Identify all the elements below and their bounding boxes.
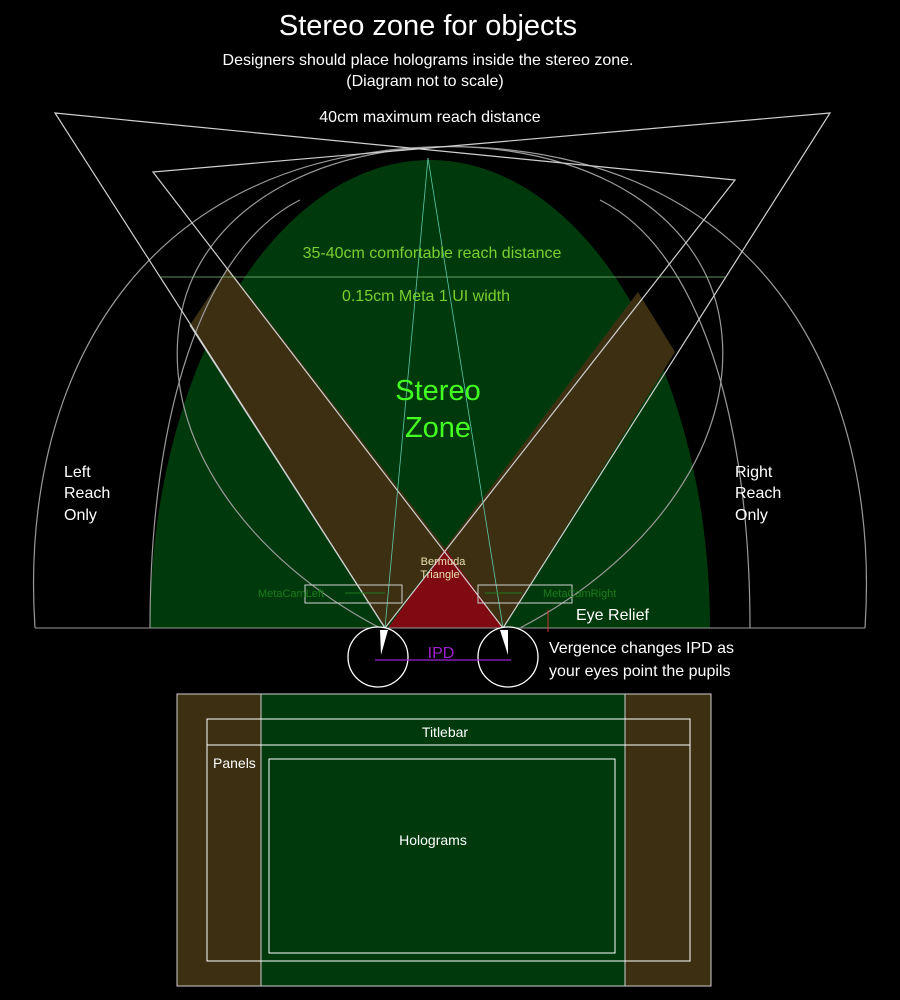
metacam-right-box <box>477 584 573 604</box>
left-pupil-icon <box>380 630 388 655</box>
right-pupil-icon <box>500 630 508 655</box>
inner-right-outline <box>599 199 751 629</box>
right-convergence-line <box>427 157 504 629</box>
screen-left-band <box>176 693 262 987</box>
ipd-label: IPD <box>428 645 455 662</box>
right-reach-label-2: Reach <box>735 485 781 502</box>
comfortable-reach-label: 35-40cm comfortable reach distance <box>303 245 562 262</box>
metacam-right-label: MetaCamRight <box>543 588 616 600</box>
left-eye-frustum <box>53 112 737 630</box>
page-title: Stereo zone for objects <box>279 10 577 42</box>
eye-relief-label: Eye Relief <box>576 607 649 624</box>
left-eye <box>347 626 409 688</box>
bermuda-label-1: Bermuda <box>421 556 467 568</box>
panels-label: Panels <box>213 755 256 771</box>
left-reach-label-2: Reach <box>64 485 110 502</box>
not-to-scale-note: (Diagram not to scale) <box>346 73 503 90</box>
right-reach-label-3: Only <box>735 507 768 524</box>
left-reach-label-1: Left <box>64 464 91 481</box>
inner-left-outline <box>149 199 301 629</box>
left-reach-label-3: Only <box>64 507 97 524</box>
ui-width-label: 0.15cm Meta 1 UI width <box>342 288 510 305</box>
stereo-zone-label-1: Stereo <box>395 375 480 407</box>
metacam-left-box <box>304 584 403 604</box>
titlebar-label: Titlebar <box>422 724 469 740</box>
left-reach-outline <box>32 146 724 629</box>
right-eye <box>477 626 539 688</box>
max-reach-label: 40cm maximum reach distance <box>319 109 541 126</box>
bermuda-label-2: Triangle <box>420 569 459 581</box>
subtitle: Designers should place holograms inside … <box>223 52 634 69</box>
left-reach-band <box>190 268 445 628</box>
stereo-zone-label-2: Zone <box>405 412 471 444</box>
holograms-label: Holograms <box>399 832 467 848</box>
panels-box <box>206 744 691 962</box>
screen-stereo-area <box>260 693 626 987</box>
holograms-box <box>268 758 616 954</box>
left-convergence-line <box>384 157 429 629</box>
right-reach-band <box>445 292 675 628</box>
right-eye-frustum <box>151 112 832 630</box>
bermuda-triangle <box>388 548 503 628</box>
inner-cone-left <box>189 324 386 629</box>
metacam-left-label: MetaCamLeft <box>258 588 324 600</box>
vergence-label-2: your eyes point the pupils <box>549 663 730 680</box>
screen-right-band <box>624 693 712 987</box>
right-reach-outline <box>176 146 868 629</box>
right-reach-label-1: Right <box>735 464 773 481</box>
vergence-label-1: Vergence changes IPD as <box>549 640 734 657</box>
